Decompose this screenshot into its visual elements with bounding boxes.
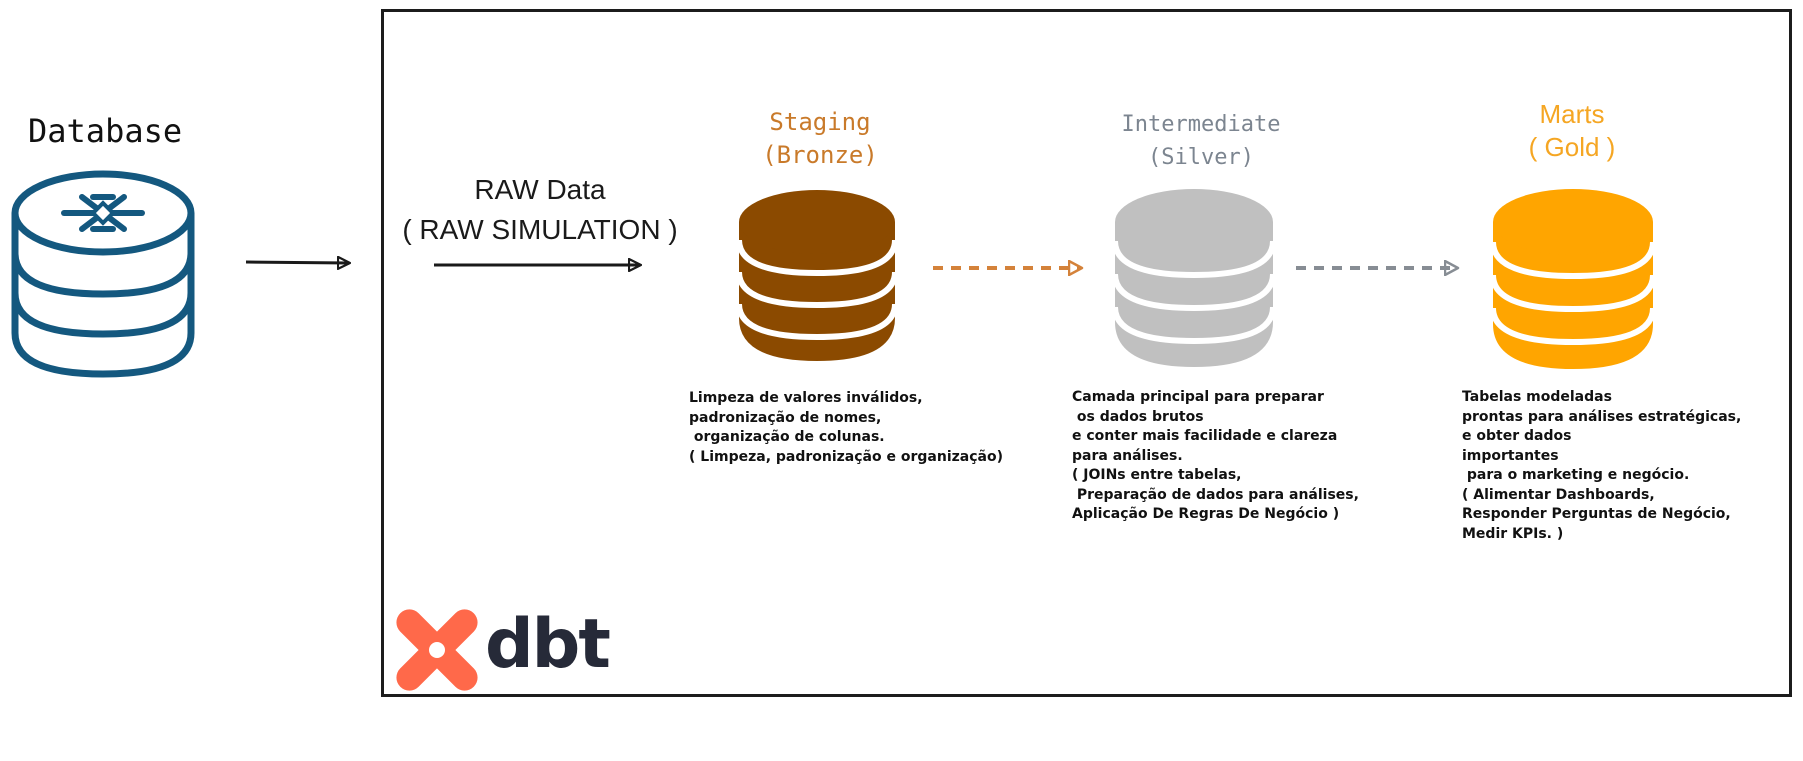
staging-title-line1: Staging <box>769 108 871 136</box>
raw-data-subtitle: ( RAW SIMULATION ) <box>402 214 678 245</box>
marts-title: Marts ( Gold ) <box>1442 98 1702 164</box>
intermediate-silver-cylinder <box>1112 189 1276 367</box>
intermediate-description: Camada principal para preparar os dados … <box>1072 389 1359 522</box>
gold-body <box>1493 222 1653 369</box>
dbt-logo-icon <box>396 609 478 691</box>
staging-description: Limpeza de valores inválidos, padronizaç… <box>689 390 1003 465</box>
gold-top <box>1493 189 1653 255</box>
silver-top <box>1115 189 1273 255</box>
dbt-wordmark: dbt <box>485 605 611 684</box>
marts-description: Tabelas modeladas prontas para análises … <box>1462 389 1742 542</box>
db-to-raw-arrow <box>245 262 349 263</box>
raw-data-title: RAW Data <box>474 174 606 205</box>
raw-data-label: RAW Data ( RAW SIMULATION ) <box>390 170 690 250</box>
bronze-body <box>739 222 895 361</box>
silver-body <box>1115 222 1273 367</box>
intermediate-title-line2: (Silver) <box>1148 145 1254 170</box>
intermediate-title: Intermediate (Silver) <box>1071 108 1331 174</box>
intermediate-title-line1: Intermediate <box>1121 112 1281 137</box>
marts-title-line1: Marts <box>1539 99 1605 129</box>
staging-title: Staging (Bronze) <box>690 106 950 172</box>
snowflake-database-icon <box>11 170 195 378</box>
database-label: Database <box>28 112 183 150</box>
bronze-top <box>739 190 895 254</box>
dbt-project-frame <box>381 9 1792 697</box>
staging-title-line2: (Bronze) <box>762 141 878 169</box>
marts-gold-cylinder <box>1490 189 1656 369</box>
staging-bronze-cylinder <box>736 190 898 361</box>
marts-title-line2: ( Gold ) <box>1528 132 1616 162</box>
